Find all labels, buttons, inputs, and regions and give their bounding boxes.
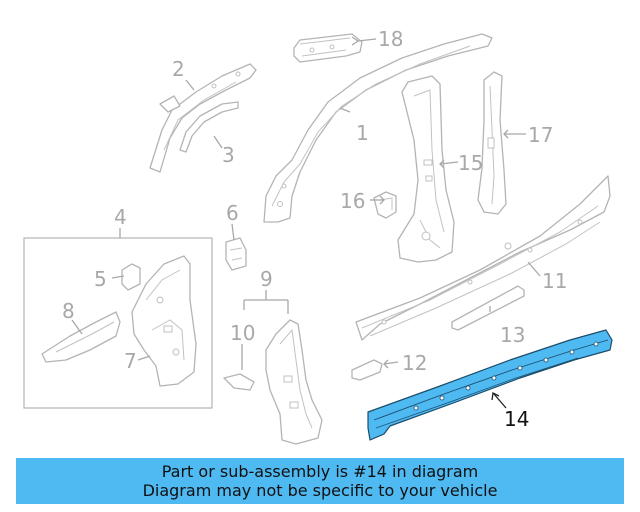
part-6 — [225, 237, 247, 271]
callout-4: 4 — [114, 205, 127, 229]
callout-15: 15 — [458, 151, 483, 175]
leader-lines — [71, 36, 541, 409]
callout-14: 14 — [504, 407, 529, 431]
callout-18: 18 — [378, 27, 403, 51]
callout-9: 9 — [260, 267, 273, 291]
callout-7: 7 — [124, 349, 137, 373]
callout-17: 17 — [528, 123, 553, 147]
part-1 — [263, 33, 493, 223]
banner-line-1: Part or sub-assembly is #14 in diagram — [161, 462, 479, 481]
part-10 — [223, 373, 255, 391]
callout-16: 16 — [340, 189, 365, 213]
part-15 — [397, 75, 455, 263]
callouts: 18 2 3 1 15 17 16 6 4 5 8 7 9 10 11 13 1… — [62, 27, 567, 431]
callout-2: 2 — [172, 57, 185, 81]
part-9 — [265, 319, 323, 445]
callout-3: 3 — [222, 143, 235, 167]
part-14-highlighted — [367, 329, 613, 441]
callout-11: 11 — [542, 269, 567, 293]
part-2 — [149, 63, 257, 173]
part-18 — [293, 33, 363, 63]
callout-8: 8 — [62, 299, 75, 323]
part-16 — [373, 191, 397, 219]
callout-6: 6 — [226, 201, 239, 225]
part-13 — [451, 285, 525, 331]
callout-5: 5 — [94, 267, 107, 291]
part-3 — [179, 101, 239, 153]
part-17 — [477, 71, 507, 215]
part-4-group — [23, 237, 213, 409]
callout-12: 12 — [402, 351, 427, 375]
banner-line-2: Diagram may not be specific to your vehi… — [142, 481, 498, 500]
callout-1: 1 — [356, 121, 369, 145]
part-11 — [355, 175, 611, 341]
callout-10: 10 — [230, 321, 255, 345]
info-banner: Part or sub-assembly is #14 in diagram D… — [16, 458, 624, 504]
part-12 — [351, 359, 383, 381]
callout-13: 13 — [500, 323, 525, 347]
